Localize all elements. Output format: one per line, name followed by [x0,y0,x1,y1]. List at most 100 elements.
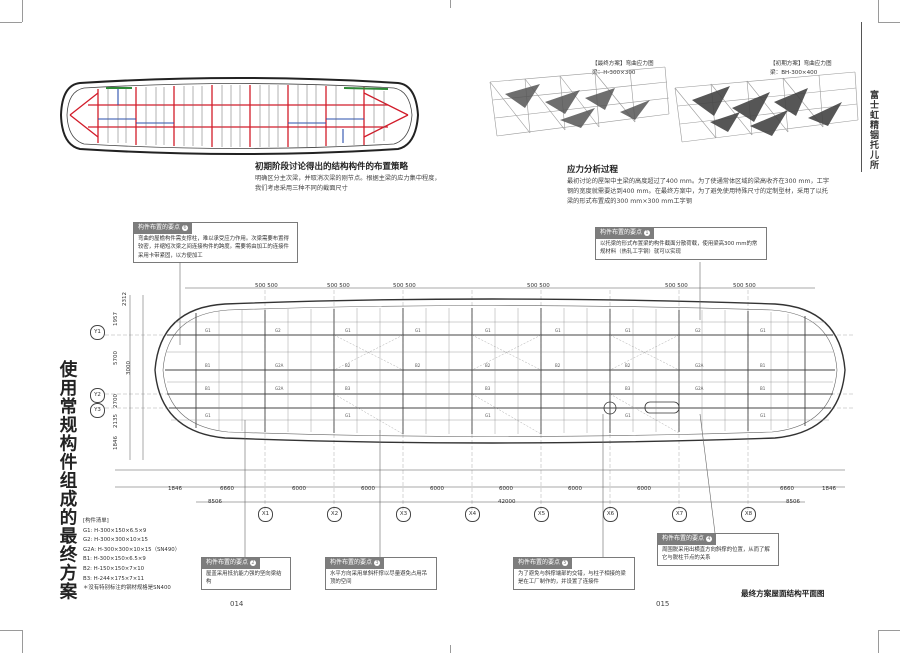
top-dim: 500 500 [255,283,278,289]
truss-initial-tag: 【初期方案】弯曲应力图 [770,61,832,67]
truss-diagram-initial [674,71,859,143]
axis-x1: X1 [258,507,273,522]
sketch-body: 明确区分主次梁，并取消次梁的刚节点。根据主梁的应力集中程度，我们考虑采用三种不同… [255,175,441,192]
page-number-right: 015 [656,600,670,608]
side-title: 富士虹精铟托儿所 [868,90,878,170]
svg-text:B1: B1 [760,363,766,368]
member-list-heading: [构件清单] [83,518,109,524]
crop-mark [878,22,900,23]
truss-final-label: 【最终方案】弯曲应力图 梁：H-300×300 [592,60,682,78]
bay-dim: 6000 [499,486,513,492]
top-dim: 500 500 [733,283,756,289]
member-item: G1: H-300×150×6.5×9 [83,527,147,534]
crop-mark [878,630,900,631]
callout-text: 周围脱采用出横直方向斜撑的位置，从而了解它与脱柱节点的关系 [662,546,770,562]
crop-mark [22,0,23,22]
truss-diagram-final [489,66,670,137]
sketch-caption: 初期阶段讨论得出的结构构件的布置策略 [255,162,409,172]
svg-text:G2: G2 [695,328,701,333]
truss-final-spec: 梁：H-300×300 [592,70,636,76]
svg-text:G1: G1 [760,328,766,333]
svg-text:B3: B3 [485,386,491,391]
svg-text:G2: G2 [275,328,281,333]
crop-mark [878,0,879,22]
svg-text:B2: B2 [625,363,631,368]
member-item: B1: H-300×150×6.5×9 [83,556,146,563]
svg-text:G1: G1 [205,328,211,333]
svg-text:B3: B3 [625,386,631,391]
svg-text:B2: B2 [345,363,351,368]
bay-dim: 6660 [780,486,794,492]
svg-text:G2A: G2A [695,386,704,391]
svg-text:G2A: G2A [275,363,284,368]
axis-x4: X4 [465,507,480,522]
svg-text:B2: B2 [555,363,561,368]
gutter-line [450,0,451,8]
svg-text:B2: B2 [485,363,491,368]
svg-text:B2: B2 [415,363,421,368]
svg-text:G2A: G2A [275,386,284,391]
svg-text:G1: G1 [485,413,491,418]
sub-dim-left: 8506 [208,499,222,505]
top-dim: 500 500 [527,283,550,289]
bay-dim: 6000 [430,486,444,492]
top-dim: 500 500 [665,283,688,289]
axis-x3: X3 [396,507,411,522]
bay-dim: 6000 [292,486,306,492]
callout-text: 水平方向采用单斜杆撑以尽量避免占用吊顶的空间 [330,570,428,586]
side-rule [861,22,862,172]
callout-text: 弯曲的屋檐构件需支撑柱，难以承受应力作用。次梁需要布置得较密，并缩短次梁之间连接… [138,235,289,259]
crop-mark [878,630,879,653]
svg-text:G1: G1 [345,328,351,333]
gutter-line [450,645,451,653]
callout-text: 以托梁的形式布置梁的构件截面分散荷载，使用梁高300 mm的常规材料（热轧工字钢… [600,240,758,256]
stress-body: 最初讨论的屋架中主梁的高度超过了400 mm。为了使通常体区域的梁高收齐在300… [567,178,830,205]
member-item: B2: H-150×150×7×10 [83,565,145,572]
svg-text:G1: G1 [415,328,421,333]
truss-initial-label: 【初期方案】弯曲应力图 梁：BH-300×400 [770,60,860,78]
total-dim: 42000 [498,499,516,505]
callout-text: 为了避免与斜撑端部的交错，与柱子相接的梁是在工厂制作的，并设置了连接件 [518,570,626,586]
plan-title: 最终方案屋面结构平面图 [741,589,825,598]
axis-x6: X6 [603,507,618,522]
member-item: G2: H-300×300×10×15 [83,537,148,544]
svg-text:G1: G1 [760,413,766,418]
top-dim: 500 500 [393,283,416,289]
bay-dim: 6000 [637,486,651,492]
hand-sketch [59,77,420,155]
svg-text:G1: G1 [625,328,631,333]
svg-text:G2A: G2A [695,363,704,368]
stress-caption: 应力分析过程 [567,165,619,175]
axis-x7: X7 [672,507,687,522]
member-list: [构件清单] G1: H-300×150×6.5×9 G2: H-300×300… [83,517,180,594]
svg-text:G1: G1 [555,328,561,333]
chapter-title: 使用常规构件组成的最终方案 [57,360,77,601]
truss-initial-spec: 梁：BH-300×400 [770,70,818,76]
svg-text:G1: G1 [205,413,211,418]
bay-dim: 1846 [822,486,836,492]
axis-y3: Y3 [90,403,105,418]
member-note: ＊没有特别标注的钢材规格是SN400 [83,585,171,592]
bay-dim: 6000 [568,486,582,492]
member-item: B3: H-244×175×7×11 [83,575,145,582]
axis-x5: X5 [534,507,549,522]
top-dim: 500 500 [327,283,350,289]
bay-dim: 6660 [220,486,234,492]
member-item: G2A: H-300×300×10×15（SN490） [83,546,181,553]
svg-text:G1: G1 [625,413,631,418]
axis-x8: X8 [741,507,756,522]
truss-final-tag: 【最终方案】弯曲应力图 [592,61,654,67]
svg-text:B1: B1 [205,363,211,368]
